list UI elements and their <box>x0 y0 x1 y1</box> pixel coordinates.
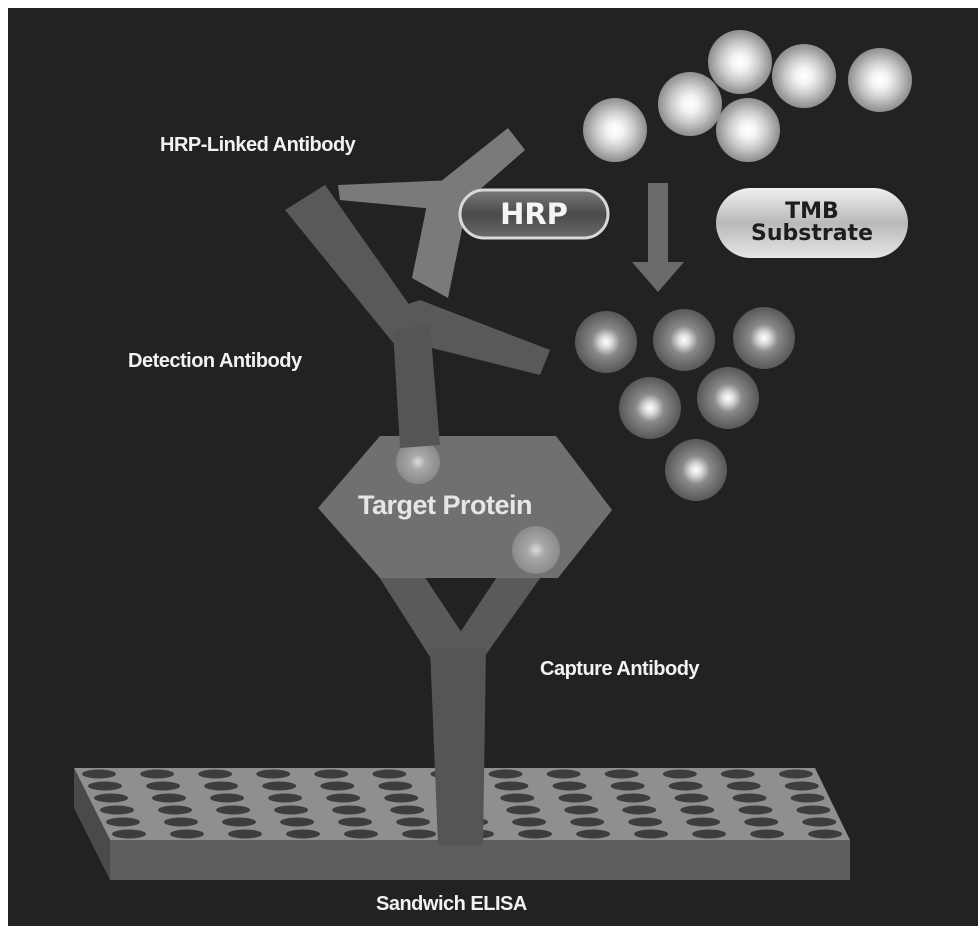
tmb-badge-line1: TMB <box>785 199 839 224</box>
plate-well <box>604 769 639 779</box>
plate-well <box>94 793 128 803</box>
plate-well <box>570 817 605 827</box>
plate-well <box>802 817 837 827</box>
plate-well <box>372 769 407 779</box>
plate-well <box>332 805 367 815</box>
substrate-molecules-unreacted <box>583 30 912 162</box>
plate-well <box>720 769 755 779</box>
plate-well <box>778 769 813 779</box>
plate-well <box>82 769 116 779</box>
plate-well <box>378 781 413 791</box>
tmb-badge-line2: Substrate <box>751 221 873 246</box>
plate-well <box>344 829 378 839</box>
plate-well <box>674 793 709 803</box>
plate-well <box>140 769 175 779</box>
plate-well <box>256 769 291 779</box>
label-hrp-linked-antibody: HRP-Linked Antibody <box>160 134 356 156</box>
plate-well <box>634 829 669 839</box>
plate-well <box>622 805 657 815</box>
plate-well <box>686 817 721 827</box>
plate-well <box>628 817 663 827</box>
plate-well <box>796 805 831 815</box>
label-target-protein: Target Protein <box>358 490 533 520</box>
plate-well <box>320 781 355 791</box>
product-molecules-reacted <box>575 307 795 501</box>
plate-well <box>726 781 761 791</box>
plate-well <box>210 793 245 803</box>
plate-well <box>402 829 436 839</box>
plate-well <box>738 805 773 815</box>
plate-well <box>662 769 697 779</box>
binding-site-bottom <box>512 526 560 574</box>
hrp-badge-text: HRP <box>500 197 568 231</box>
label-detection-antibody: Detection Antibody <box>128 350 302 372</box>
plate-well <box>280 817 315 827</box>
plate-well <box>326 793 361 803</box>
plate-well <box>744 817 779 827</box>
plate-well <box>494 781 529 791</box>
plate-well <box>668 781 703 791</box>
plate-well <box>338 817 373 827</box>
plate-well <box>286 829 320 839</box>
plate-well <box>396 817 431 827</box>
plate-well <box>546 769 581 779</box>
plate-well <box>164 817 198 827</box>
plate-well <box>106 817 140 827</box>
plate-well <box>692 829 727 839</box>
plate-well <box>500 793 535 803</box>
plate-well <box>170 829 204 839</box>
plate-well <box>314 769 349 779</box>
plate-well <box>732 793 767 803</box>
capture-antibody-shape <box>365 520 560 845</box>
plate-well <box>552 781 587 791</box>
plate-well <box>616 793 651 803</box>
tmb-substrate-pill <box>716 188 908 258</box>
plate-well <box>488 769 523 779</box>
label-capture-antibody: Capture Antibody <box>540 658 700 680</box>
plate-well <box>808 829 843 839</box>
plate-well <box>784 781 819 791</box>
plate-well <box>112 829 146 839</box>
plate-well <box>790 793 825 803</box>
hrp-linked-antibody-shape <box>338 128 525 298</box>
plate-well <box>228 829 262 839</box>
plate-well <box>146 781 181 791</box>
plate-well <box>100 805 134 815</box>
plate-well <box>610 781 645 791</box>
plate-well <box>512 817 547 827</box>
plate-well <box>680 805 715 815</box>
microplate-wells <box>82 769 843 839</box>
plate-well <box>390 805 425 815</box>
plate-well <box>152 793 186 803</box>
plate-well <box>518 829 552 839</box>
detection-antibody-shape <box>285 185 550 448</box>
reaction-arrow <box>632 183 684 292</box>
hrp-pill <box>458 188 610 240</box>
plate-well <box>204 781 239 791</box>
plate-well <box>198 769 233 779</box>
tmb-badge-text: TMB Substrate <box>716 188 908 258</box>
plate-well <box>262 781 297 791</box>
plate-well <box>222 817 256 827</box>
plate-well <box>564 805 599 815</box>
plate-well <box>88 781 122 791</box>
plate-well <box>506 805 541 815</box>
plate-well <box>576 829 611 839</box>
plate-well <box>750 829 785 839</box>
label-sandwich-elisa: Sandwich ELISA <box>376 893 527 915</box>
plate-well <box>216 805 251 815</box>
plate-well <box>268 793 303 803</box>
plate-well <box>384 793 419 803</box>
plate-well <box>158 805 192 815</box>
plate-well <box>558 793 593 803</box>
binding-site-top <box>396 440 440 484</box>
plate-well <box>274 805 309 815</box>
